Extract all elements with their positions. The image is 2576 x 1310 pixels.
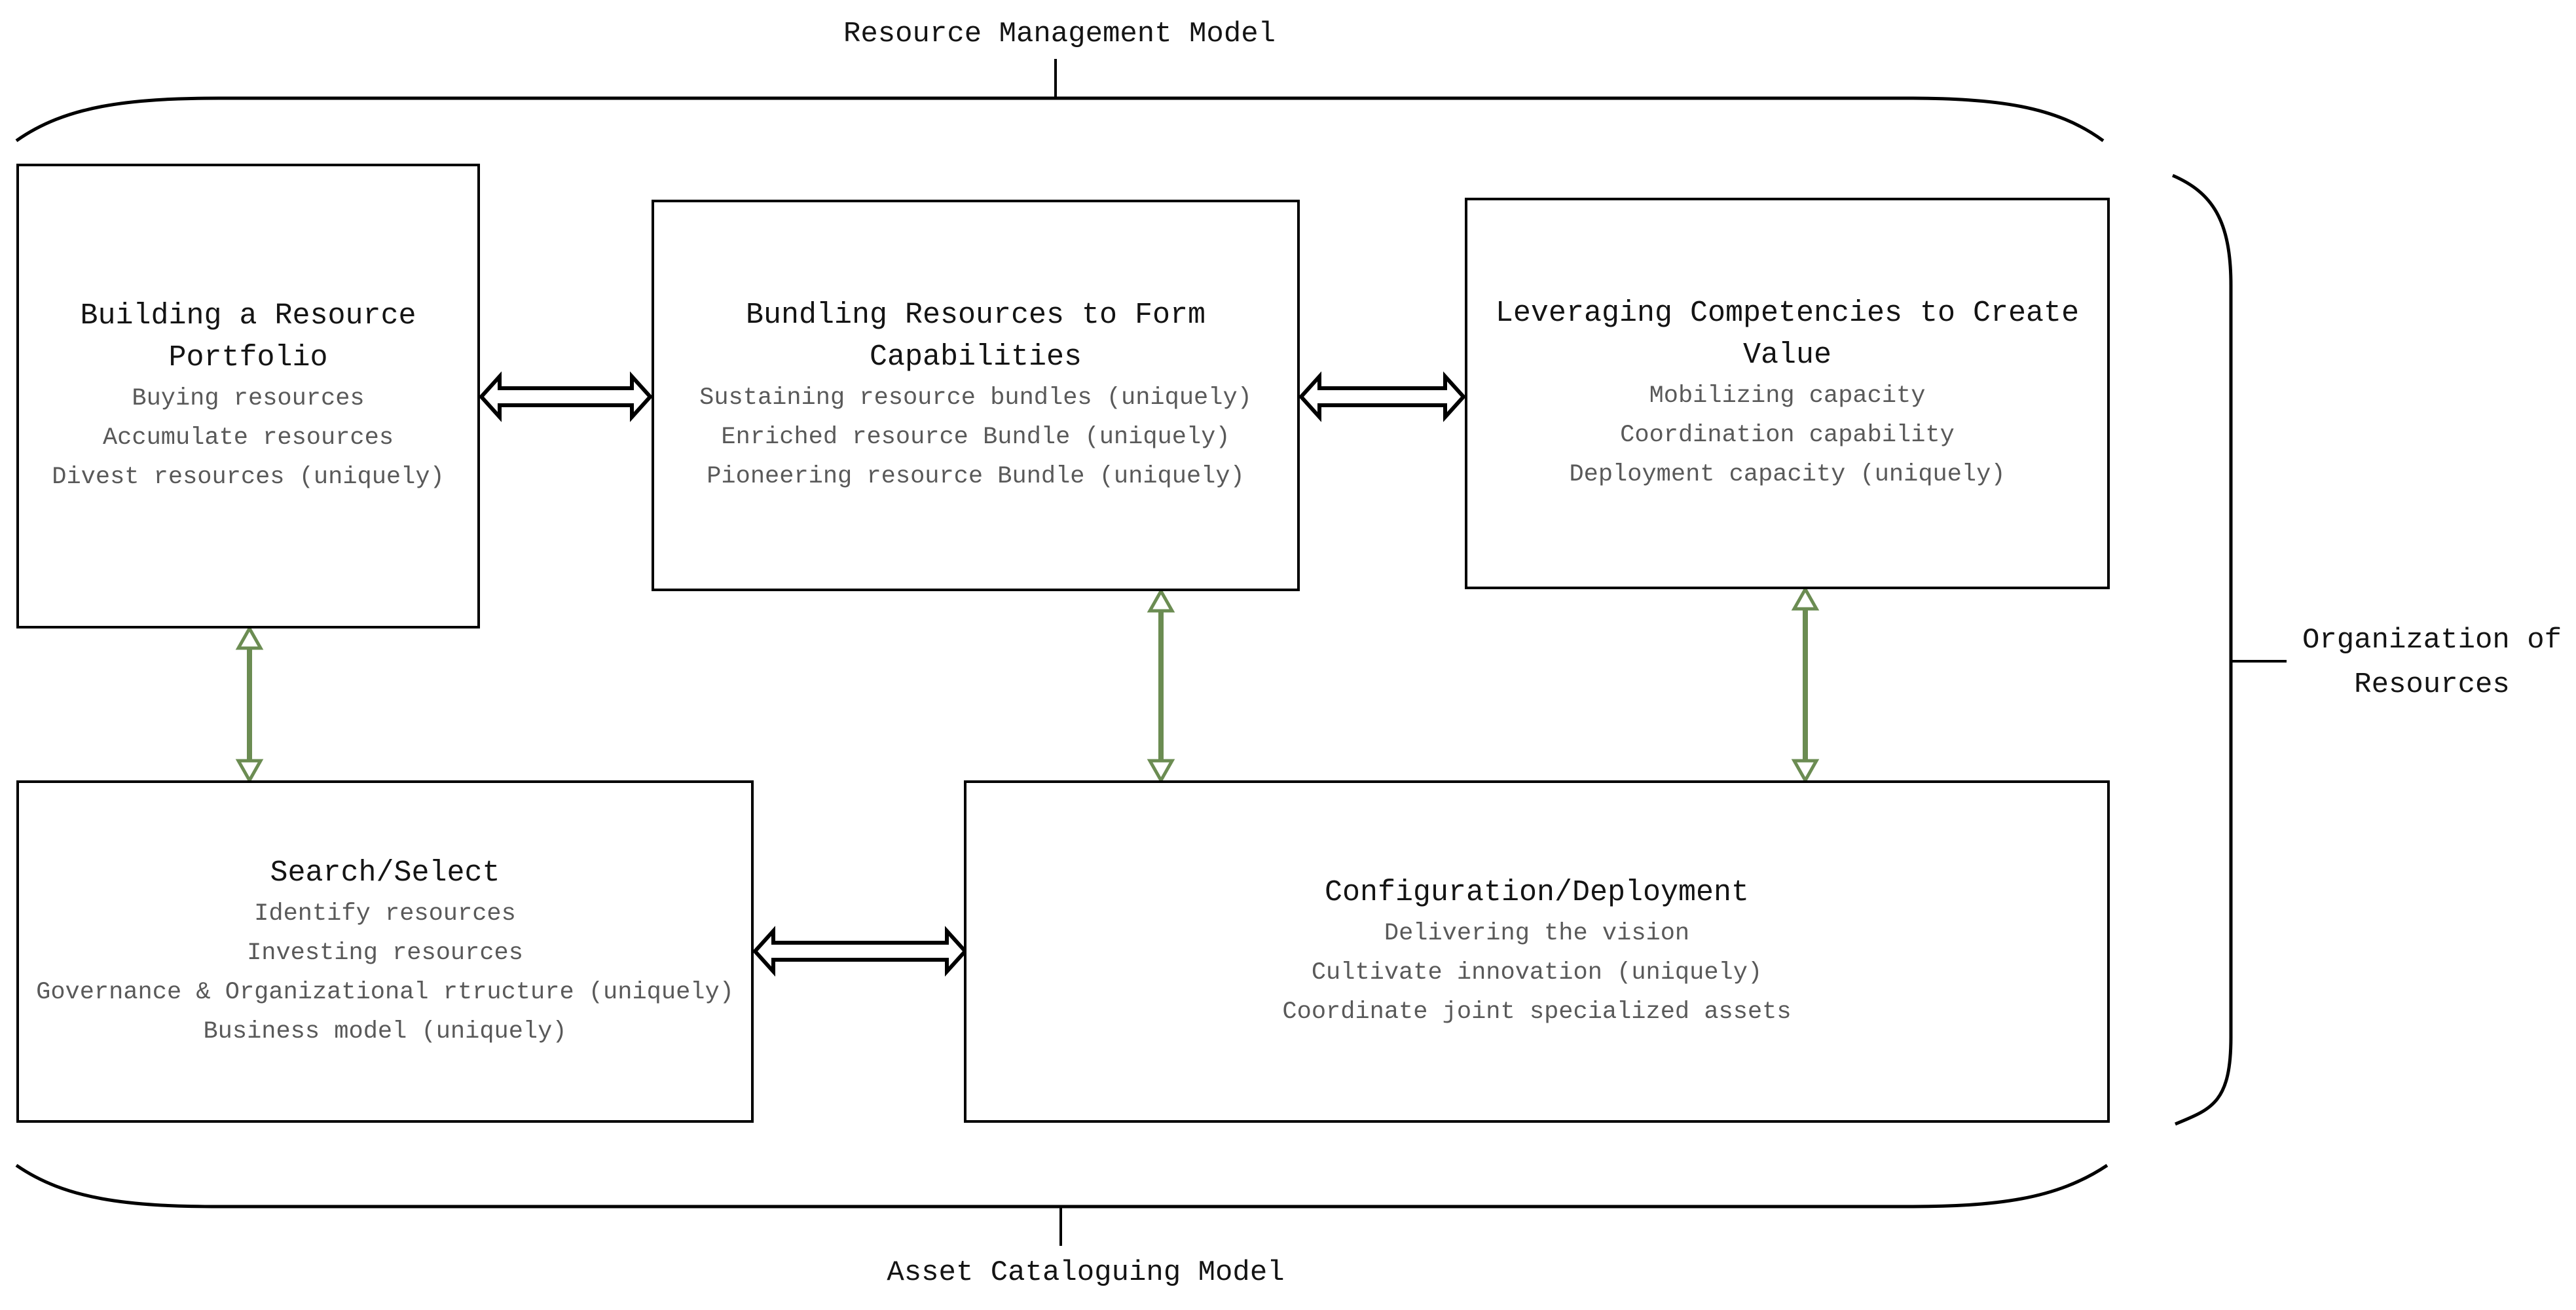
arrow-bundling-leveraging [1298, 371, 1467, 422]
box-bundling-resources: Bundling Resources to Form Capabilities … [652, 200, 1300, 591]
box-item: Buying resources [132, 385, 365, 412]
box-item: Divest resources (uniquely) [52, 464, 445, 491]
box-title: Building a Resource Portfolio [80, 299, 416, 374]
box-item: Cultivate innovation (uniquely) [1311, 958, 1763, 987]
box-item: Delivering the vision [1384, 919, 1690, 947]
box-item: Coordinate joint specialized assets [1282, 998, 1792, 1026]
box-search-select: Search/Select Identify resources Investi… [16, 780, 754, 1123]
box-title: Configuration/Deployment [1324, 875, 1750, 909]
box-item: Pioneering resource Bundle (uniquely) [707, 463, 1245, 490]
label-organization-of-resources: Organization of Resources [2302, 624, 2562, 701]
box-configuration-deployment: Configuration/Deployment Delivering the … [964, 780, 2110, 1123]
top-brace [15, 96, 2105, 143]
right-bracket [2172, 173, 2233, 1126]
arrow-bundling-configuration [1147, 587, 1175, 784]
box-item: Coordination capability [1620, 422, 1955, 449]
arrow-head-up [1791, 585, 1820, 611]
box-title: Bundling Resources to Form Capabilities [745, 299, 1206, 374]
bottom-brace [15, 1163, 2108, 1209]
box-item: Governance & Organizational rtructure (u… [36, 978, 734, 1006]
box-leveraging-competencies: Leveraging Competencies to Create Value … [1465, 198, 2110, 589]
box-item: Deployment capacity (uniquely) [1569, 461, 2006, 488]
box-item: Enriched resource Bundle (uniquely) [721, 424, 1230, 451]
arrow-head-up [235, 625, 264, 650]
arrow-head-down [1791, 759, 1820, 784]
box-title: Search/Select [270, 856, 500, 890]
arrow-head-up [1147, 587, 1175, 613]
box-item: Business model (uniquely) [203, 1017, 567, 1046]
arrow-portfolio-bundling [478, 371, 653, 422]
box-item: Investing resources [247, 939, 523, 967]
label-resource-management-model: Resource Management Model [843, 18, 1276, 50]
box-item: Accumulate resources [102, 424, 394, 452]
arrow-portfolio-search [235, 625, 264, 784]
arrow-leveraging-configuration [1791, 585, 1820, 784]
box-building-a-resource-portfolio: Building a Resource Portfolio Buying res… [16, 164, 480, 628]
box-item: Identify resources [254, 900, 516, 928]
box-title: Leveraging Competencies to Create Value [1495, 297, 2080, 372]
box-item: Mobilizing capacity [1649, 382, 1926, 410]
arrow-head-down [235, 759, 264, 784]
label-asset-cataloguing-model: Asset Cataloguing Model [887, 1256, 1285, 1289]
box-item: Sustaining resource bundles (uniquely) [699, 384, 1252, 412]
arrow-search-configuration [752, 926, 968, 977]
arrow-head-down [1147, 759, 1175, 784]
